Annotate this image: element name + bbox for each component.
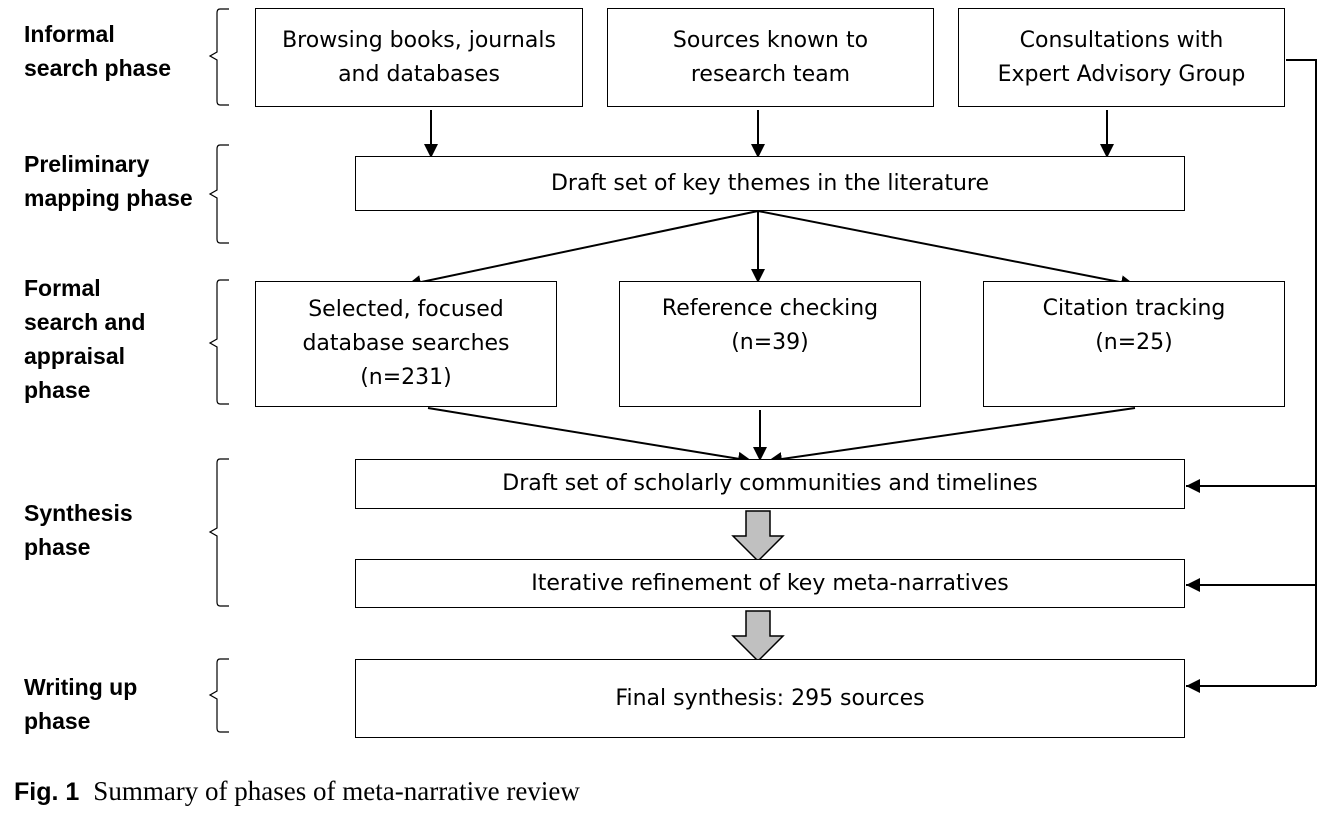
- phase-brackets: [208, 8, 229, 733]
- arrow-themes-to-citation: [757, 210, 1136, 290]
- box-browsing: Browsing books, journals and databases: [255, 8, 583, 107]
- bracket-preliminary: [208, 144, 229, 244]
- phase-label-formal: Formal search and appraisal phase: [24, 275, 146, 403]
- bracket-synthesis: [208, 458, 229, 607]
- box-iterative-refinement: Iterative refinement of key meta-narrati…: [355, 559, 1185, 608]
- arrow-database-to-communities: [427, 407, 753, 466]
- figure-caption: Fig. 1 Summary of phases of meta-narrativ…: [14, 776, 580, 807]
- phase-label-informal: Informal search phase: [24, 21, 172, 81]
- bracket-formal: [208, 279, 229, 405]
- figure-label: Fig. 1: [14, 778, 80, 806]
- box-draft-communities: Draft set of scholarly communities and t…: [355, 459, 1185, 509]
- box-database-searches: Selected, focused database searches (n=2…: [255, 281, 557, 407]
- phase-label-preliminary: Preliminary mapping phase: [24, 151, 193, 211]
- bracket-informal: [208, 8, 229, 106]
- figure-caption-text: Summary of phases of meta-narrative revi…: [93, 776, 580, 806]
- advisory-feedback-line: [1286, 59, 1317, 686]
- phase-label-synthesis: Synthesis phase: [24, 500, 133, 560]
- box-citation-tracking: Citation tracking (n=25): [983, 281, 1285, 407]
- bracket-writing: [208, 658, 229, 733]
- box-consultations: Consultations with Expert Advisory Group: [958, 8, 1285, 107]
- box-draft-themes: Draft set of key themes in the literatur…: [355, 156, 1185, 211]
- box-sources-known: Sources known to research team: [607, 8, 934, 107]
- arrow-themes-to-database: [406, 210, 759, 289]
- phase-label-writing: Writing up phase: [24, 674, 138, 734]
- block-arrow-refinement-to-final: [731, 610, 785, 663]
- block-arrow-communities-to-refinement: [731, 510, 785, 563]
- box-reference-checking: Reference checking (n=39): [619, 281, 921, 407]
- arrow-citation-to-communities: [767, 407, 1136, 466]
- box-final-synthesis: Final synthesis: 295 sources: [355, 659, 1185, 738]
